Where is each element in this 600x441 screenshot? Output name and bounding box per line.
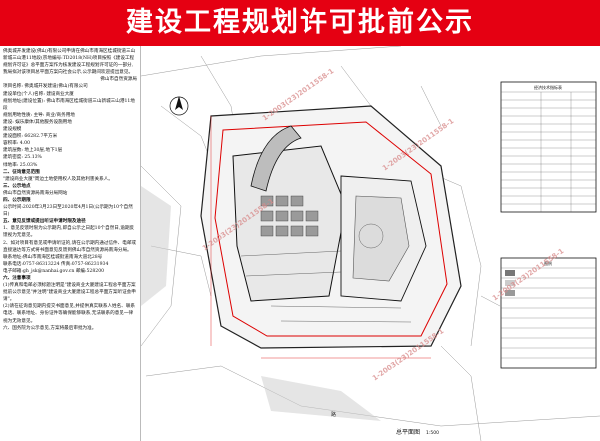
notice-text: 佛奥城开发建设(佛山)有限公司申请在佛山市南海区桂城街道三山新城三山港11地段(… xyxy=(3,48,137,332)
road-label: 路 xyxy=(331,411,336,418)
notice-item: 建设: 娱乐康体/其他服务设施用地 xyxy=(3,119,72,125)
section-body: 2、如对项目有意见或申请听证的,请在公示期内通过信件、电邮或直接送达等方式将书面… xyxy=(3,240,137,253)
site-plan-svg: 经济技术指标表 图例 总平面图 1:500 路 xyxy=(141,46,600,441)
notice-item: 建设单位(个人)名称: 建设商业大厦 xyxy=(3,91,74,97)
notice-item: 建筑密度: 25.13% xyxy=(3,155,42,161)
section-body: 联系地址:佛山市南海区桂城街道南海大道北28号 xyxy=(3,254,103,260)
panel-divider xyxy=(140,46,141,441)
section-title: 四、公示期限 xyxy=(3,197,31,203)
section-body: "建设商业大厦"周边土地使用权人及其他利害关系人。 xyxy=(3,176,113,182)
section-title: 三、公示地点 xyxy=(3,183,31,189)
notice-item: 规划地址(建设位置): 佛山市南海区桂城街道三山新城三山港11地段 xyxy=(3,98,135,111)
legend-table: 图例 xyxy=(500,257,597,369)
section-title: 五、意见反馈或提出听证申请时限及途径 xyxy=(3,219,86,225)
notice-item: 容积率: 4.00 xyxy=(3,141,31,147)
section-body: 1、意见反馈时限为公示期内,即自公示之日起10个自然日,逾期反馈视为无意见。 xyxy=(3,226,135,239)
notice-intro: 佛奥城开发建设(佛山)有限公司申请在佛山市南海区桂城街道三山新城三山港11地段(… xyxy=(3,49,136,76)
page-title: 建设工程规划许可批前公示 xyxy=(126,7,474,38)
notice-item: 建设面积: 66282.7平方米 xyxy=(3,134,58,140)
site-plan-drawing: 经济技术指标表 图例 总平面图 1:500 路 xyxy=(141,46,600,441)
section-body: 六、国务院为公示意见,方案将最后审批为准。 xyxy=(3,325,97,331)
section-body: 公示时间:2020年3月23日至2020年4月1日(公示期为10个自然日) xyxy=(3,205,133,218)
section-body: 联系电话:0757-86313224 传真:0757-86231934 xyxy=(3,261,109,267)
notice-authority: 佛山市自然资源局 xyxy=(100,77,137,83)
section-body: 佛山市自然资源局南海分局网站 xyxy=(3,190,68,196)
notice-item: 建筑层数: 地上30层,地下1层 xyxy=(3,148,63,154)
plan-scale: 1:500 xyxy=(426,430,439,436)
notice-item: 建设规模 xyxy=(3,127,22,133)
section-body: (2)请在征询意见期内提交书面意见,并提供真实联系人姓名、联系电话、联系地址、身… xyxy=(3,304,136,324)
notice-item: 项目名称: 佛奥城开发建设(佛山)有限公司 xyxy=(3,84,88,90)
notice-panel: 佛奥城开发建设(佛山)有限公司申请在佛山市南海区桂城街道三山新城三山港11地段(… xyxy=(0,46,140,441)
section-title: 六、注意事项 xyxy=(3,276,31,281)
north-arrow-icon xyxy=(169,96,189,116)
title-banner: 建设工程规划许可批前公示 xyxy=(0,0,600,46)
indicator-table: 经济技术指标表 xyxy=(500,81,597,213)
table1-title: 经济技术指标表 xyxy=(534,84,562,90)
section-title: 二、征询意见范围 xyxy=(3,169,40,175)
notice-item: 规划用地性质: 主导: 商业/商务用地 xyxy=(3,112,75,118)
section-body: (1)传真和电邮必须标题注明是"建设商业大厦建设工程总平面方案批前公示意见"并注… xyxy=(3,283,136,303)
table2-title: 图例 xyxy=(544,260,552,266)
notice-item: 绿地率: 25.03% xyxy=(3,162,38,168)
plan-title: 总平面图 xyxy=(396,428,420,436)
section-body: 电子邮箱:gh_jsk@nanhai.gov.cn 邮编:528200 xyxy=(3,268,105,274)
